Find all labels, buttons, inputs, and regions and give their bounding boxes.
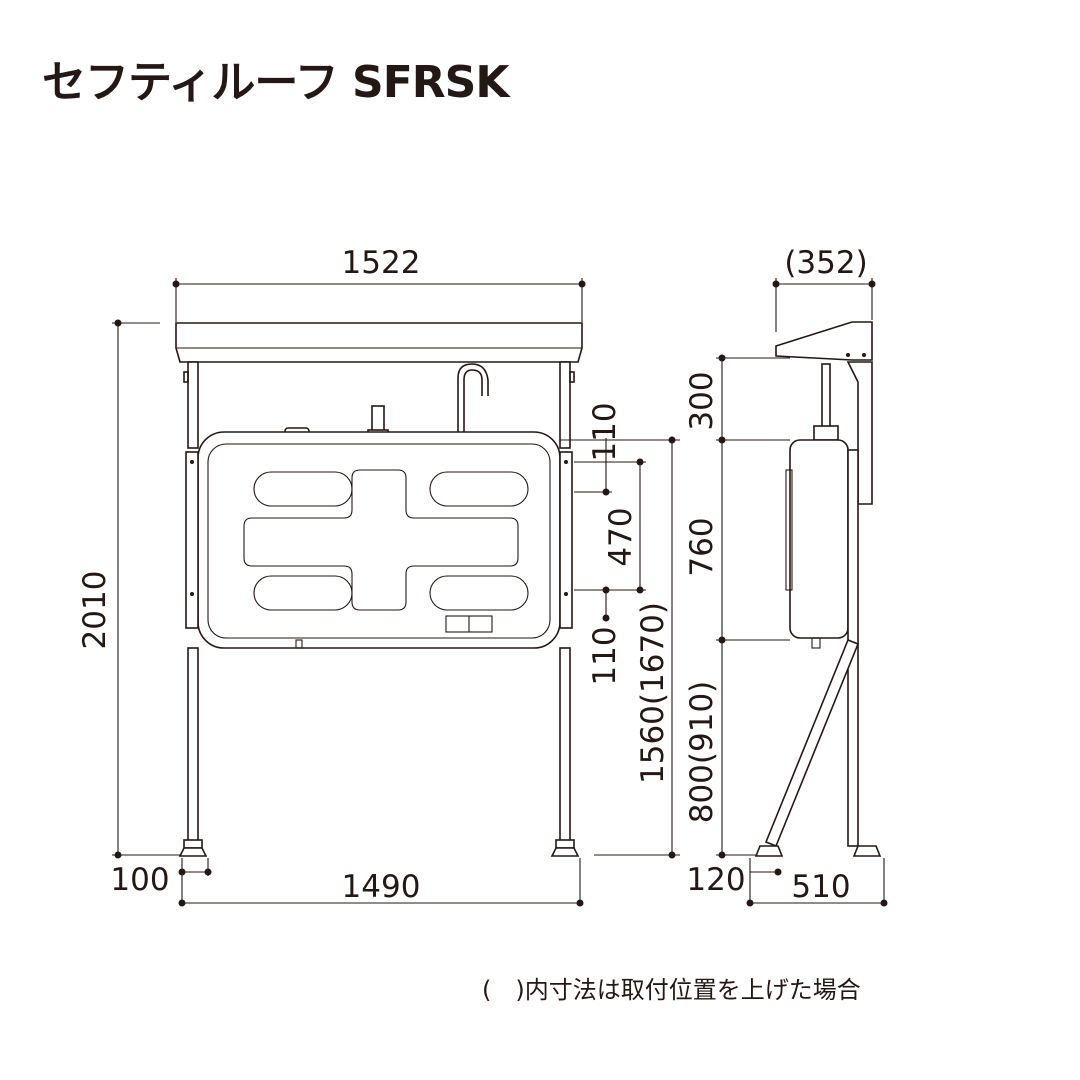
dim-top-width: 1522 <box>342 245 421 281</box>
dim-foot-offset: 100 <box>110 862 169 898</box>
front-right-post <box>559 361 571 449</box>
dim-tank-top-height: 1560(1670) <box>635 602 671 784</box>
side-front-leg <box>764 638 860 848</box>
dim-tank-height: 760 <box>684 517 720 576</box>
tank-side <box>789 439 849 639</box>
dim-roof-to-tank: 300 <box>684 371 720 430</box>
front-left-post <box>187 361 199 449</box>
side-view <box>754 321 882 857</box>
front-right-leg <box>559 647 571 849</box>
front-left-leg <box>187 647 199 849</box>
roof-panel <box>175 322 583 363</box>
dim-lower-gap: 110 <box>587 626 623 685</box>
tank-emboss <box>243 469 529 611</box>
front-view <box>175 322 583 857</box>
dim-upper-gap: 110 <box>587 402 623 461</box>
dim-middle-gap: 470 <box>603 507 639 566</box>
fill-cap <box>371 405 385 433</box>
dim-side-depth: (352) <box>784 245 867 281</box>
tank-front <box>197 431 561 649</box>
dim-side-base: 510 <box>791 869 850 905</box>
dim-side-foot-offset: 120 <box>686 862 745 898</box>
side-roof <box>775 321 873 361</box>
footnote: ( )内寸法は取付位置を上げた場合 <box>482 976 861 1004</box>
faucet-pipe <box>457 363 489 440</box>
page-title: セフティルーフ SFRSK <box>42 57 509 108</box>
side-faucet <box>821 363 831 433</box>
dim-base-width: 1490 <box>342 869 421 905</box>
dim-tank-bottom-height: 800(910) <box>684 681 720 824</box>
dim-overall-height: 2010 <box>77 571 113 650</box>
dimension-lines <box>112 278 888 907</box>
